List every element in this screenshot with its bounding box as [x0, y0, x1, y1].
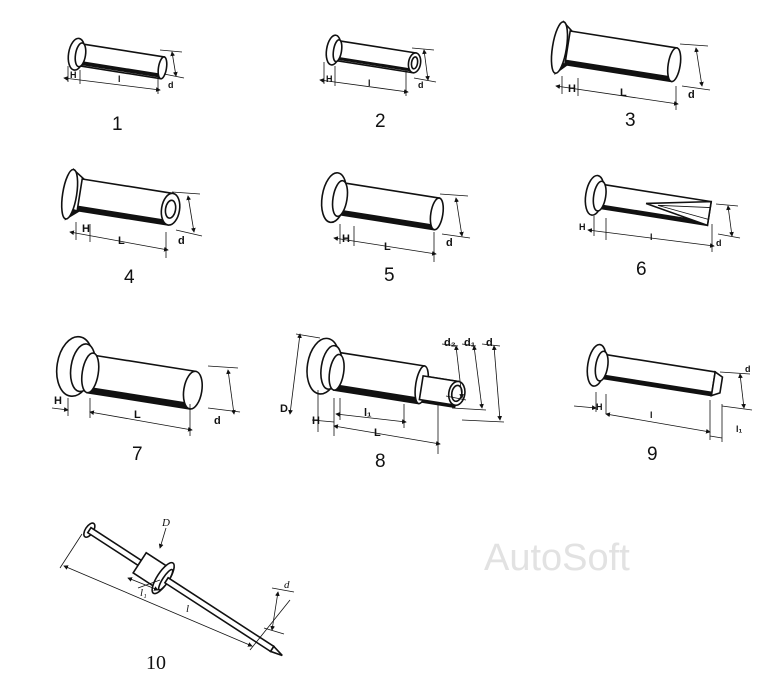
dim-d-8: d	[486, 337, 493, 349]
dim-h-8: H	[312, 415, 320, 427]
dim-d-9: d	[745, 364, 751, 374]
rivet-5: H L d 5	[320, 172, 471, 286]
rivet-1: H l d 1	[63, 37, 185, 135]
label-3: 3	[625, 110, 636, 131]
label-9: 9	[647, 444, 658, 465]
label-5: 5	[384, 265, 395, 286]
dim-h-7: H	[54, 395, 62, 407]
dim-l1-9: l₁	[736, 424, 743, 434]
dim-h-1: H	[70, 70, 77, 80]
dim-d-6: d	[716, 238, 722, 248]
rivet-9: H l l₁ d 9	[573, 343, 753, 465]
dim-h-6: H	[579, 222, 586, 232]
label-2: 2	[375, 111, 386, 132]
dim-h-5: H	[342, 233, 350, 245]
label-7: 7	[132, 444, 143, 465]
dim-d-3: d	[688, 89, 695, 101]
dim-h-3: H	[568, 83, 576, 95]
label-10: 10	[146, 652, 166, 674]
dim-d2-8: d₂	[444, 337, 456, 349]
dim-h-9: H	[596, 402, 603, 412]
dim-l-1: l	[118, 74, 121, 84]
dim-d-7: d	[214, 415, 221, 427]
dim-d-4: d	[178, 235, 185, 247]
rivet-7: H L d 7	[51, 335, 241, 465]
dim-h-2: H	[326, 74, 333, 84]
dim-d-1: d	[168, 80, 174, 90]
dim-l1-10: l₁	[140, 587, 147, 599]
dim-l-6: l	[650, 232, 653, 242]
dim-l-3: L	[620, 87, 627, 99]
label-8: 8	[375, 451, 386, 472]
label-6: 6	[636, 259, 647, 280]
dim-l-9: l	[650, 410, 653, 420]
dim-l-10: l	[186, 603, 189, 615]
rivet-8: D H l₁ L d₂ d₁ d 8	[280, 333, 505, 472]
dim-l-7: L	[134, 409, 141, 421]
rivet-10: D l₁ l d 10	[59, 517, 295, 674]
dim-d-2: d	[418, 80, 424, 90]
dim-d-10: d	[284, 579, 290, 591]
dim-d-5: d	[446, 237, 453, 249]
dim-l-5: L	[384, 241, 391, 253]
label-1: 1	[112, 114, 123, 135]
rivet-6: H l d 6	[579, 174, 741, 280]
rivet-2: H l d 2	[319, 34, 437, 132]
dim-l-8: L	[374, 427, 381, 439]
dim-l-2: l	[368, 78, 371, 88]
dim-h-4: H	[82, 223, 90, 235]
label-4: 4	[124, 267, 135, 288]
dim-d-outer-8: D	[280, 403, 288, 415]
dim-l1-8: l₁	[364, 407, 372, 419]
dim-d1-8: d₁	[464, 337, 476, 349]
dim-d-outer-10: D	[161, 517, 170, 529]
watermark: AutoSoft	[484, 537, 630, 579]
rivet-3: H L d 3	[550, 20, 711, 131]
dim-l-4: L	[118, 235, 125, 247]
rivet-4: H L d 4	[60, 167, 203, 288]
